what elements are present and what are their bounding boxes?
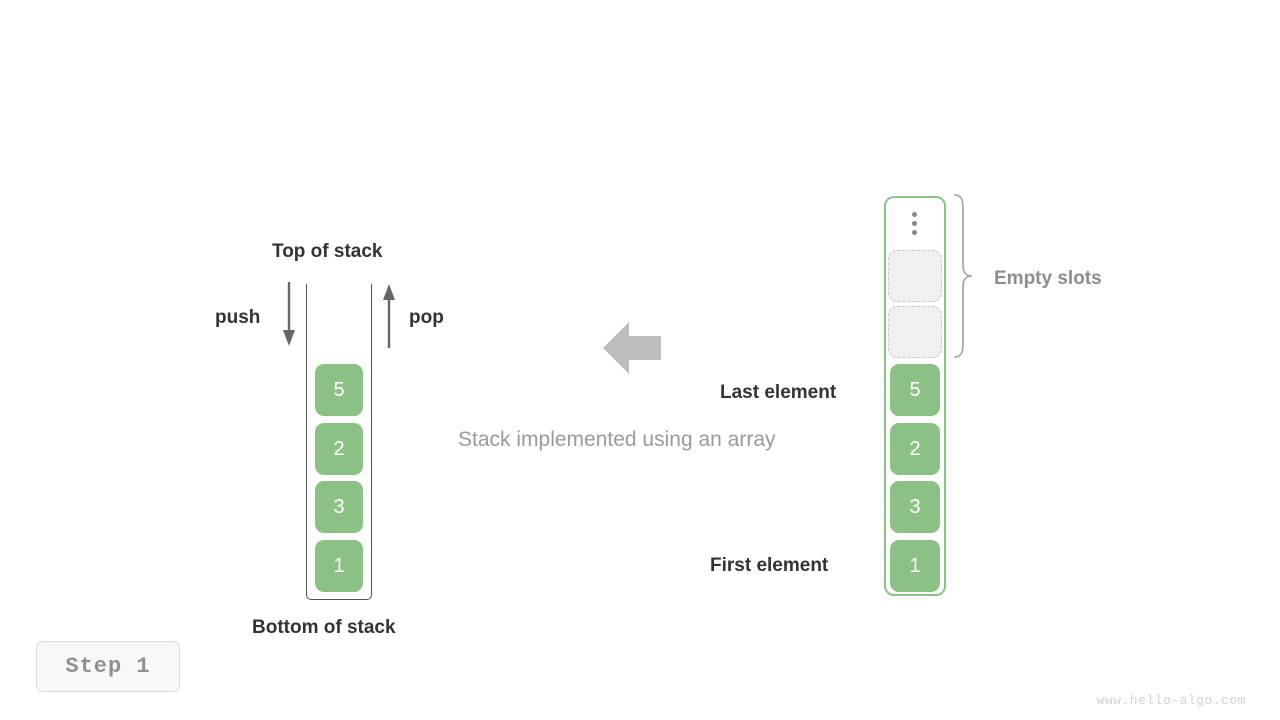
vertical-ellipsis-icon [910, 212, 918, 235]
stack-cell-value: 3 [333, 496, 345, 518]
empty-slots-brace-icon [954, 194, 973, 358]
array-cell-value: 5 [909, 379, 921, 401]
push-label: push [215, 307, 261, 328]
stack-cell-value: 1 [333, 555, 345, 577]
stack-cell: 5 [315, 364, 363, 416]
array-empty-slot [888, 306, 942, 358]
stack-container [306, 284, 372, 600]
step-badge: Step 1 [36, 641, 180, 692]
pop-label: pop [409, 307, 444, 328]
array-cell: 1 [890, 540, 940, 592]
array-cell: 2 [890, 423, 940, 475]
array-empty-slot [888, 250, 942, 302]
array-cell: 5 [890, 364, 940, 416]
stack-cell: 3 [315, 481, 363, 533]
diagram-caption: Stack implemented using an array [458, 428, 776, 451]
array-cell-value: 3 [909, 496, 921, 518]
pop-arrow-icon [383, 284, 395, 348]
first-element-label: First element [710, 555, 829, 576]
stack-cell-value: 2 [333, 438, 345, 460]
top-of-stack-label: Top of stack [272, 241, 383, 262]
stack-cell: 1 [315, 540, 363, 592]
push-arrow-icon [283, 282, 295, 346]
array-cell-value: 1 [909, 555, 921, 577]
bottom-of-stack-label: Bottom of stack [252, 617, 396, 638]
empty-slots-label: Empty slots [994, 268, 1102, 289]
watermark: www.hello-algo.com [1096, 693, 1246, 708]
stack-cell: 2 [315, 423, 363, 475]
array-cell-value: 2 [909, 438, 921, 460]
left-chevron-arrow-icon [603, 322, 661, 374]
last-element-label: Last element [720, 382, 837, 403]
stack-cell-value: 5 [333, 379, 345, 401]
array-cell: 3 [890, 481, 940, 533]
